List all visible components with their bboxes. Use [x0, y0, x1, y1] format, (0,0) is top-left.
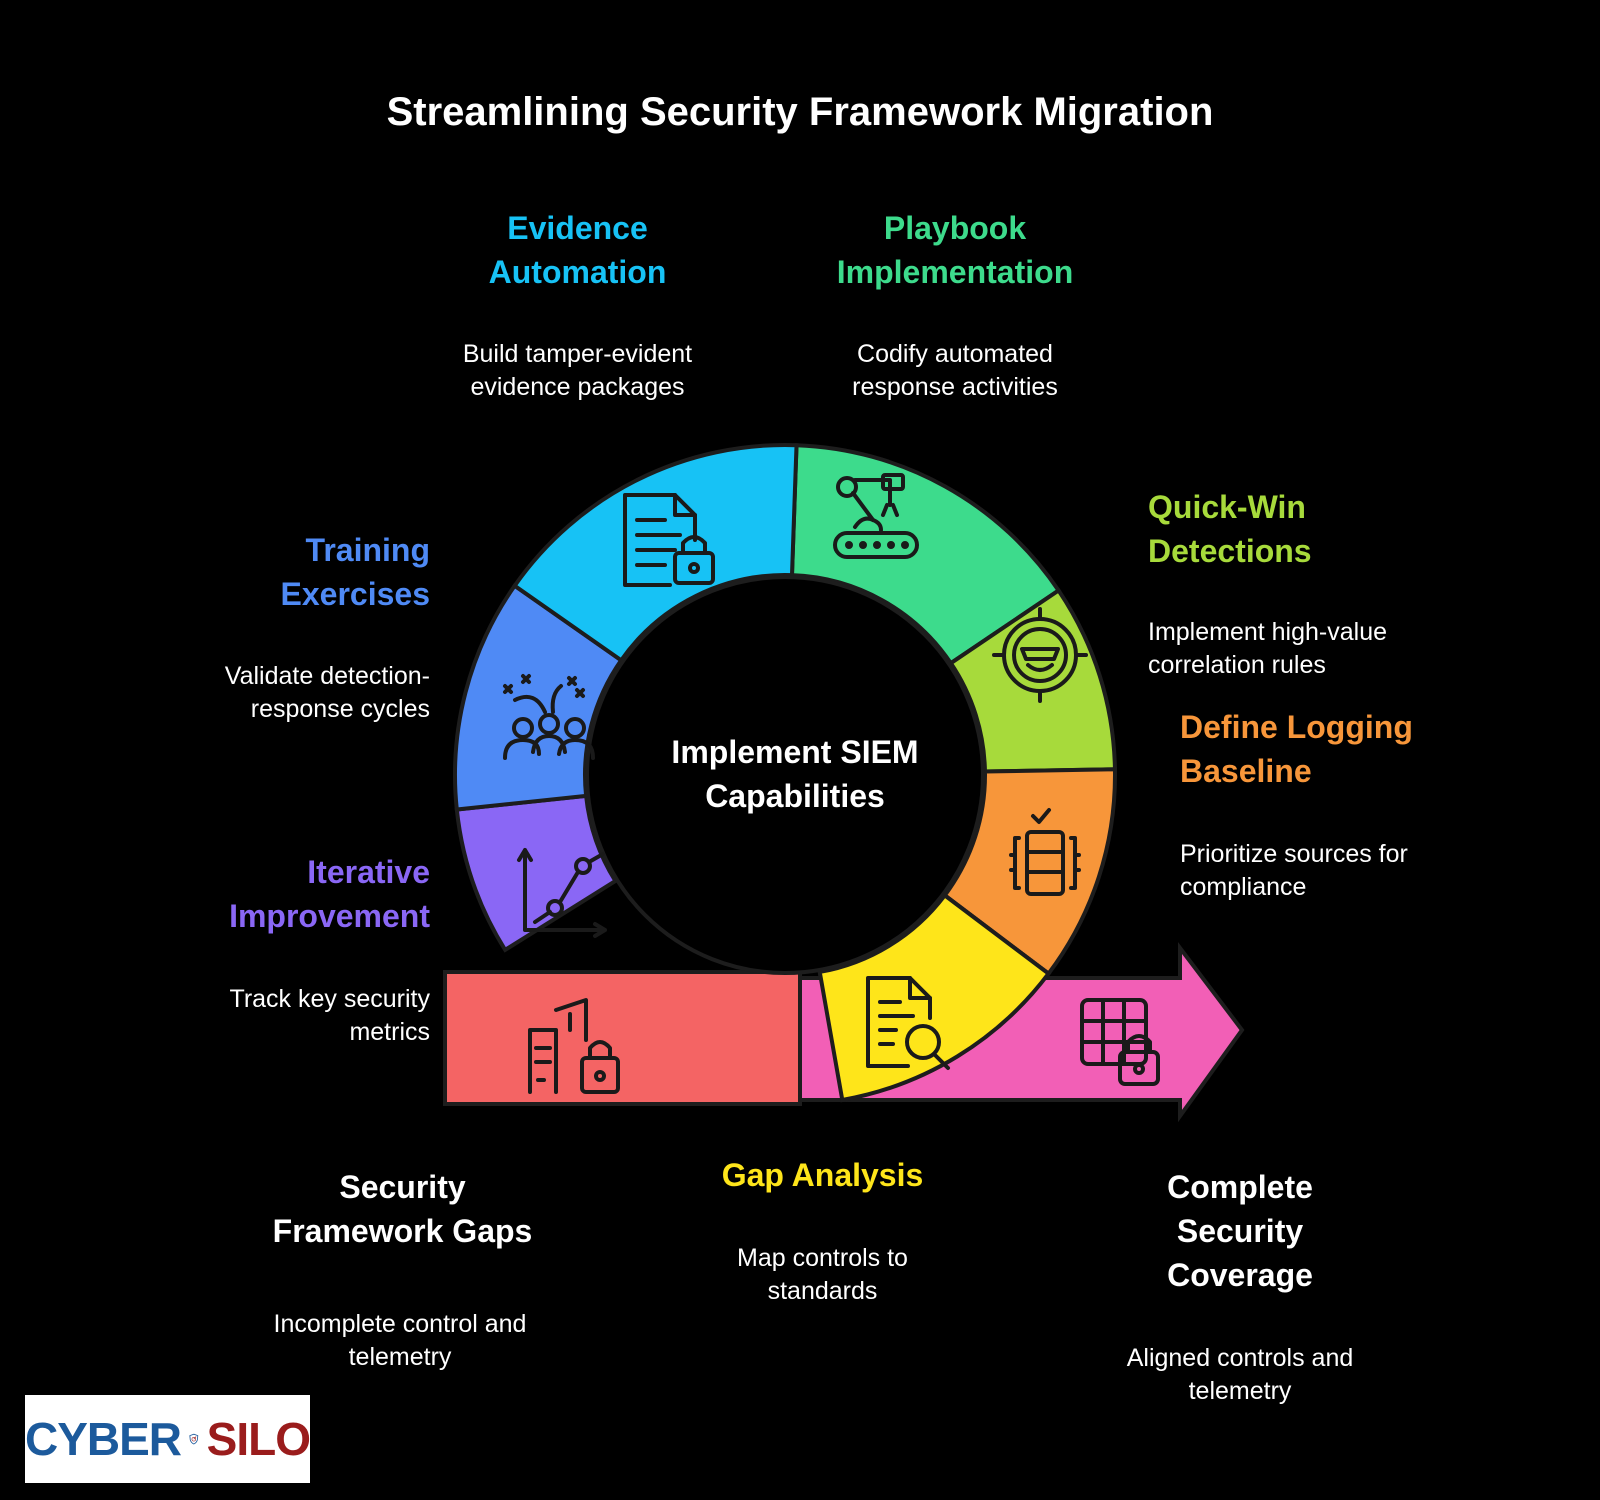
playbook-title: Playbook Implementation	[836, 210, 1074, 290]
center-disc	[585, 575, 985, 975]
training-title: Training Exercises	[280, 532, 430, 612]
icon-layer	[503, 473, 1160, 1094]
gap-desc: Map controls to standards	[737, 1244, 908, 1305]
bar-start-gaps	[443, 970, 802, 1106]
end-desc: Aligned controls and telemetry	[1126, 1344, 1354, 1405]
evidence-desc: Build tamper-evident evidence packages	[462, 340, 693, 401]
center-label: Implement SIEM Capabilities	[671, 734, 919, 814]
document-search-icon	[866, 976, 950, 1070]
server-check-icon	[1009, 808, 1081, 896]
quickwin-title: Quick-Win Detections	[1148, 489, 1312, 569]
robot-arm-conveyor-icon	[833, 473, 919, 559]
evidence-title: Evidence Automation	[488, 210, 667, 290]
iterative-desc: Track key security metrics	[229, 985, 430, 1046]
start-desc: Incomplete control and telemetry	[273, 1310, 527, 1371]
segment-gap-front	[817, 892, 1052, 1103]
document-lock-icon	[623, 493, 715, 587]
page-title: Streamlining Security Framework Migratio…	[386, 90, 1214, 134]
logging-desc: Prioritize sources for compliance	[1180, 840, 1408, 901]
line-chart-icon	[517, 848, 607, 938]
logo-text-left: CYBER	[25, 1413, 182, 1465]
siem-cycle-ring	[443, 443, 1245, 1123]
quickwin-desc: Implement high-value correlation rules	[1148, 618, 1388, 679]
end-title: Complete Security Coverage	[1167, 1169, 1313, 1293]
logging-title: Define Logging Baseline	[1180, 709, 1413, 789]
grid-lock-icon	[1080, 998, 1160, 1086]
team-strategy-icon	[503, 674, 595, 760]
training-desc: Validate detection-response cycles	[224, 662, 430, 723]
playbook-desc: Codify automated response activities	[852, 340, 1058, 401]
shield-icon	[189, 1433, 199, 1445]
iterative-title: Iterative Improvement	[229, 854, 430, 934]
cybersilo-logo: CYBER SILO	[25, 1395, 311, 1483]
target-crosshair-icon	[992, 607, 1088, 703]
gap-title: Gap Analysis	[721, 1157, 924, 1193]
buildings-lock-icon	[528, 998, 620, 1094]
start-title: Security Framework Gaps	[272, 1169, 533, 1249]
logo-text-right: SILO	[206, 1413, 311, 1465]
